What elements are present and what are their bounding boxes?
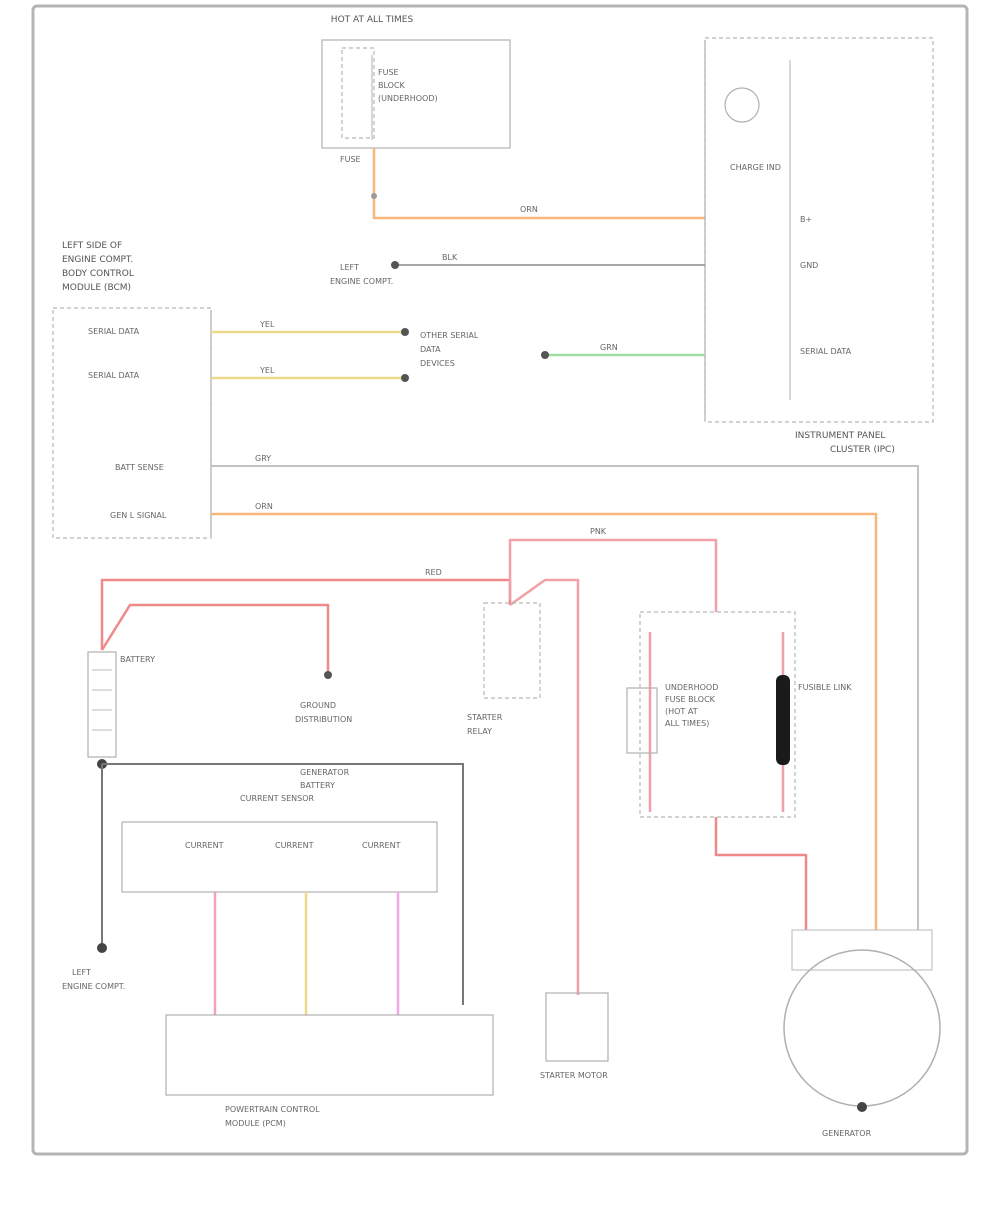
fuse-block-top: HOT AT ALL TIMES FUSE BLOCK (UNDERHOOD) …: [321, 15, 511, 164]
wire-label-green: GRN: [600, 343, 618, 352]
wire-battery-neg: [102, 763, 464, 1005]
current-sensor-line-2: BATTERY: [300, 781, 335, 790]
current-cell-3: CURRENT: [362, 841, 401, 850]
serial-devices-line-3: DEVICES: [420, 359, 455, 368]
serial-devices-line-1: OTHER SERIAL: [420, 331, 479, 340]
ground-left-line-1: LEFT: [340, 263, 359, 272]
current-sensor-line-1: GENERATOR: [300, 768, 350, 777]
underhood-line-4: ALL TIMES): [665, 719, 709, 728]
ipc-pin-1: B+: [800, 215, 812, 224]
bcm-line-1: LEFT SIDE OF: [62, 241, 122, 251]
bcm-pin-3: BATT SENSE: [115, 463, 164, 472]
bcm-pin-4: GEN L SIGNAL: [110, 511, 167, 520]
bcm-line-4: MODULE (BCM): [62, 283, 131, 293]
bcm-pin-2: SERIAL DATA: [88, 371, 140, 380]
fuse-block-title: HOT AT ALL TIMES: [331, 15, 414, 25]
wire-red-branch: [100, 603, 330, 675]
ipc-line-1: INSTRUMENT PANEL: [795, 431, 885, 441]
ipc-pin-3: SERIAL DATA: [800, 347, 852, 356]
fusible-link-icon: [776, 675, 790, 765]
wire-label-yellow-1: YEL: [259, 320, 275, 329]
current-sensor: GENERATOR BATTERY CURRENT SENSOR CURRENT…: [121, 768, 438, 893]
fusible-link-label: FUSIBLE LINK: [798, 683, 852, 692]
wire-label-red: RED: [425, 568, 442, 577]
battery-label: BATTERY: [120, 655, 155, 664]
wire-orange-gen: [211, 512, 878, 930]
wire-label-yellow-2: YEL: [259, 366, 275, 375]
starter-relay: STARTER RELAY: [467, 602, 541, 736]
bcm-box: LEFT SIDE OF ENGINE COMPT. BODY CONTROL …: [52, 241, 212, 539]
bottom-module: POWERTRAIN CONTROL MODULE (PCM): [165, 1014, 494, 1128]
ground-bottom-line-1: LEFT: [72, 968, 91, 977]
wire-label-black: BLK: [442, 253, 458, 262]
battery: BATTERY: [87, 651, 155, 758]
starter-relay-line-2: RELAY: [467, 727, 492, 736]
bcm-line-2: ENGINE COMPT.: [62, 255, 133, 265]
outer-frame: [31, 4, 969, 1156]
wire-pink-starter: [509, 578, 580, 995]
wire-gray: [211, 465, 919, 930]
current-cell-2: CURRENT: [275, 841, 314, 850]
serial-devices-line-2: DATA: [420, 345, 441, 354]
charge-lamp-icon: [724, 87, 760, 123]
fuse-block-line-2: BLOCK: [378, 81, 406, 90]
ground-dist-line-2: DISTRIBUTION: [295, 715, 352, 724]
generator-icon: [783, 949, 941, 1107]
ipc-line-2: CLUSTER (IPC): [830, 445, 895, 455]
bottom-module-line-2: MODULE (PCM): [225, 1119, 286, 1128]
ground-dist-line-1: GROUND: [300, 701, 336, 710]
wire-label-pink: PNK: [590, 527, 607, 536]
wire-red-main: [100, 578, 512, 650]
underhood-fuse-block: UNDERHOOD FUSE BLOCK (HOT AT ALL TIMES) …: [626, 611, 852, 818]
wire-pink-top: [508, 538, 718, 612]
underhood-line-2: FUSE BLOCK: [665, 695, 716, 704]
wire-red-gen: [714, 817, 808, 930]
ipc-box: CHARGE IND B+ GND SERIAL DATA INSTRUMENT…: [704, 37, 934, 455]
fuse-label: FUSE: [340, 155, 361, 164]
ground-bottom-line-2: ENGINE COMPT.: [62, 982, 125, 991]
starter-relay-line-1: STARTER: [467, 713, 503, 722]
wire-orange-top: [372, 148, 705, 220]
current-cell-1: CURRENT: [185, 841, 224, 850]
generator: GENERATOR: [783, 929, 941, 1138]
generator-label: GENERATOR: [822, 1129, 872, 1138]
bcm-pin-1: SERIAL DATA: [88, 327, 140, 336]
wire-label-gray: GRY: [255, 454, 271, 463]
wire-label-orange-top: ORN: [520, 205, 538, 214]
underhood-line-3: (HOT AT: [665, 707, 698, 716]
ipc-lamp-label: CHARGE IND: [730, 163, 781, 172]
ground-left-line-2: ENGINE COMPT.: [330, 277, 393, 286]
fuse-block-line-1: FUSE: [378, 68, 399, 77]
current-sensor-line-3: CURRENT SENSOR: [240, 794, 315, 803]
fuse-block-line-3: (UNDERHOOD): [378, 94, 438, 103]
starter-label: STARTER MOTOR: [540, 1071, 608, 1080]
wire-label-orange-gen: ORN: [255, 502, 273, 511]
starter-motor: STARTER MOTOR: [540, 992, 609, 1080]
bcm-line-3: BODY CONTROL: [62, 269, 134, 279]
underhood-line-1: UNDERHOOD: [665, 683, 718, 692]
bottom-module-line-1: POWERTRAIN CONTROL: [225, 1105, 320, 1114]
ipc-pin-2: GND: [800, 261, 818, 270]
